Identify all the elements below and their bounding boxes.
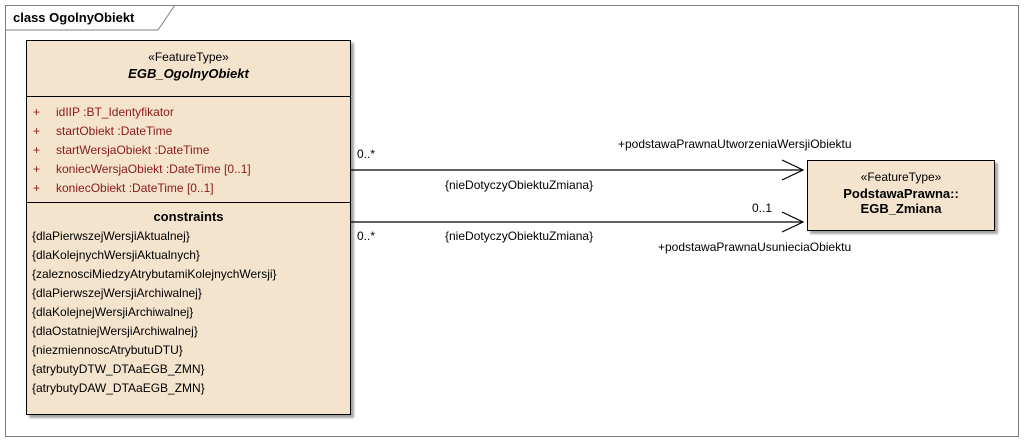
attribute-row[interactable]: + startObiekt :DateTime [27, 122, 350, 141]
class-egb-zmiana[interactable]: «FeatureType» PodstawaPrawna:: EGB_Zmian… [807, 160, 995, 231]
attribute-row[interactable]: + idIIP :BT_Identyfikator [27, 103, 350, 122]
target-stereotype: «FeatureType» [860, 170, 942, 184]
constraint-compartment: constraints {dlaPierwszejWersjiAktualnej… [27, 202, 350, 398]
attribute-text: koniecWersjaObiekt :DateTime [0..1] [56, 162, 251, 176]
attribute-text: koniecObiekt :DateTime [0..1] [56, 181, 214, 195]
attribute-text: startWersjaObiekt :DateTime [56, 143, 210, 157]
attribute-row[interactable]: + koniecObiekt :DateTime [0..1] [27, 179, 350, 198]
constraint-item[interactable]: {dlaPierwszejWersjiAktualnej} [32, 229, 190, 243]
attribute-row[interactable]: + koniecWersjaObiekt :DateTime [0..1] [27, 160, 350, 179]
constraint-list: {dlaPierwszejWersjiAktualnej} {dlaKolejny… [27, 227, 350, 398]
diagram-frame [5, 5, 1019, 437]
association-1-role: +podstawaPrawnaUtworzeniaWersjiObiektu [618, 137, 852, 151]
constraint-item[interactable]: {atrybutyDTW_DTAaEGB_ZMN} [32, 362, 205, 376]
association-2-target-multiplicity: 0..1 [752, 201, 773, 215]
attribute-visibility: + [33, 143, 41, 157]
attribute-visibility: + [33, 181, 41, 195]
attribute-text: startObiekt :DateTime [56, 124, 173, 138]
attribute-text: idIIP :BT_Identyfikator [56, 105, 174, 119]
association-1-source-multiplicity: 0..* [357, 147, 376, 161]
constraint-item[interactable]: {dlaPierwszejWersjiArchiwalnej} [32, 286, 202, 300]
class-egb-ogolny-obiekt[interactable]: «FeatureType» EGB_OgolnyObiekt + idIIP :B… [26, 40, 351, 415]
constraint-item[interactable]: {dlaKolejnychWersjiAktualnych} [32, 248, 200, 262]
attribute-visibility: + [33, 105, 41, 119]
attribute-visibility: + [33, 162, 41, 176]
constraint-item[interactable]: {dlaKolejnejWersjiArchiwalnej} [32, 305, 194, 319]
constraint-item[interactable]: {atrybutyDAW_DTAaEGB_ZMN} [32, 381, 205, 395]
association-arrow-1 [781, 159, 805, 181]
attribute-compartment: + idIIP :BT_Identyfikator + startObiekt :Da… [27, 96, 350, 202]
attribute-visibility: + [33, 124, 41, 138]
class-header: «FeatureType» EGB_OgolnyObiekt [27, 41, 350, 96]
constraint-item[interactable]: {dlaOstatniejWersjiArchiwalnej} [32, 324, 198, 338]
target-name-package: PodstawaPrawna:: [843, 186, 959, 201]
class-stereotype: «FeatureType» [148, 50, 229, 64]
association-1-constraint: {nieDotyczyObiektuZmiana} [445, 178, 594, 192]
constraint-item[interactable]: {niezmiennoscAtrybutuDTU} [32, 343, 183, 357]
target-name-class: EGB_Zmiana [860, 201, 942, 216]
class-name: EGB_OgolnyObiekt [128, 66, 249, 81]
frame-label: class OgolnyObiekt [13, 10, 135, 25]
constraint-item[interactable]: {zaleznosciMiedzyAtrybutamiKolejnychWers… [32, 267, 277, 281]
constraints-title: constraints [153, 209, 224, 224]
association-2-source-multiplicity: 0..* [357, 229, 376, 243]
association-2-constraint: {nieDotyczyObiektuZmiana} [445, 229, 594, 243]
association-arrow-2 [781, 211, 805, 233]
association-2-role: +podstawaPrawnaUsunieciaObiektu [658, 240, 852, 254]
attribute-row[interactable]: + startWersjaObiekt :DateTime [27, 141, 350, 160]
frame-tab-outline [5, 4, 176, 31]
